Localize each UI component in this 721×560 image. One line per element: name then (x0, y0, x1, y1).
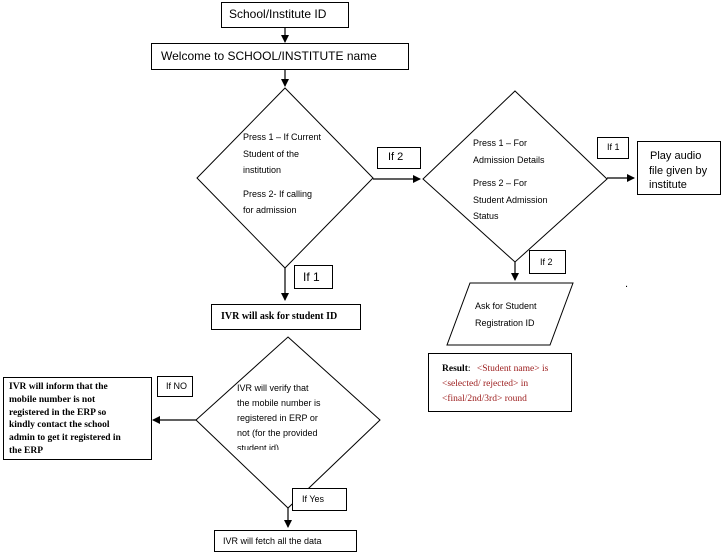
result-box (428, 353, 572, 412)
menu2-line: Press 1 – For (473, 138, 528, 148)
verify-line: student id) (237, 443, 280, 450)
inform-line: IVR will inform that the (9, 382, 108, 392)
verify-text: IVR will verify that the mobile number i… (237, 381, 321, 450)
play-audio-line: Play audio (650, 150, 702, 162)
inform-line: kindly contact the school (9, 420, 110, 431)
edge-label-if2-menu1 (377, 147, 421, 169)
edge-label-if1-menu1-text: If 1 (303, 270, 320, 284)
inform-box (3, 377, 152, 460)
menu2-line: Status (473, 211, 499, 221)
result-line2-value: <selected/ rejected> in (442, 379, 529, 389)
verify-line: registered in ERP or (237, 413, 318, 423)
edge-label-if-no (157, 376, 193, 397)
menu2-line: Admission Details (473, 154, 545, 165)
edge-label-if-yes-text: If Yes (302, 494, 325, 504)
edge-label-if2-menu2-text: If 2 (540, 257, 553, 267)
inform-text: IVR will inform that the mobile number i… (9, 381, 121, 458)
edge-label-if1-menu1 (294, 265, 333, 289)
play-audio-box (637, 141, 721, 195)
inform-line: admin to get it registered in (9, 433, 121, 444)
menu1-line: institution (243, 165, 282, 175)
welcome-label: Welcome to SCHOOL/INSTITUTE name (161, 49, 377, 63)
fetch-label: IVR will fetch all the data (223, 536, 322, 546)
inform-line: mobile number is not (9, 394, 96, 405)
menu1-text: Press 1 – If Current Student of the inst… (243, 131, 321, 218)
edge-label-if-yes (292, 488, 347, 511)
edge-label-if1-menu2-text: If 1 (607, 142, 620, 152)
verify-line: IVR will verify that (237, 383, 309, 393)
welcome-box (151, 43, 409, 70)
ask-student-id-box (211, 304, 361, 330)
edge-label-if2-menu1-text: If 2 (388, 151, 404, 163)
ask-reg-line: Ask for Student (475, 301, 537, 311)
menu2-line: Press 2 – For (473, 178, 528, 188)
play-audio-text: Play audio file given by institute (649, 149, 707, 194)
result-line1-value: <Student name> is (476, 364, 549, 374)
menu2-line: Student Admission (473, 194, 548, 205)
result-line3-value: <final/2nd/3rd> round (442, 394, 527, 404)
ask-reg-parallelogram (446, 282, 574, 346)
menu1-line: Press 1 – If Current (243, 132, 322, 142)
edge-label-if2-menu2 (529, 250, 566, 274)
ask-student-id-label: IVR will ask for student ID (221, 311, 338, 322)
menu1-line: Student of the (243, 148, 300, 159)
fetch-box (214, 530, 357, 552)
menu2-text: Press 1 – For Admission Details Press 2 … (473, 137, 548, 224)
inform-line: the ERP (9, 445, 44, 456)
ask-reg-text: Ask for Student Registration ID (475, 298, 537, 332)
result-text: Result: <Student name> is <selected/ rej… (442, 362, 548, 407)
play-audio-line: file given by (649, 164, 708, 177)
edge-label-if1-menu2 (597, 137, 629, 159)
stray-dot: . (625, 278, 629, 290)
verify-line: not (for the provided (237, 428, 318, 438)
menu1-line: for admission (243, 205, 297, 215)
school-id-label: School/Institute ID (229, 7, 327, 21)
ask-reg-line: Registration ID (475, 318, 535, 328)
play-audio-line: institute (649, 179, 687, 191)
verify-line: the mobile number is (237, 398, 321, 408)
school-id-box (221, 2, 349, 28)
edge-label-if-no-text: If NO (166, 381, 188, 391)
menu1-line: Press 2- If calling (243, 188, 313, 199)
inform-line: registered in the ERP so (9, 407, 107, 418)
result-line-1: Result: <Student name> is (442, 362, 548, 377)
result-sep: : (467, 364, 471, 374)
result-label: Result (442, 364, 468, 374)
